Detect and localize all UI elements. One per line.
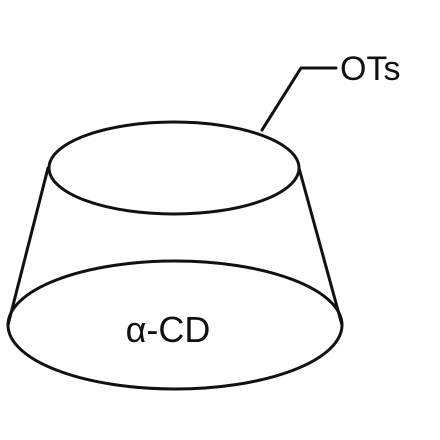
tether-bond	[260, 66, 338, 132]
substituent-label: OTs	[340, 50, 400, 88]
cone-left-wall	[6, 166, 50, 327]
cone-top-rim	[47, 120, 301, 216]
cone-right-wall	[297, 166, 344, 327]
core-label: α-CD	[126, 309, 211, 350]
